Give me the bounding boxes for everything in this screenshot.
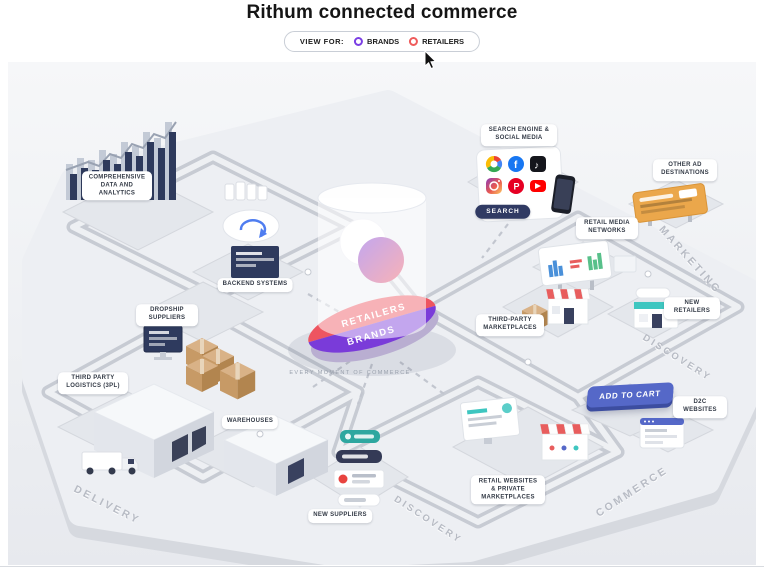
youtube-icon (530, 180, 546, 192)
svg-text:P: P (514, 182, 520, 192)
awning-icon (545, 288, 591, 300)
diagram-stage: f ♪ P (8, 62, 756, 565)
cloud-icon (222, 209, 280, 243)
google-icon (485, 155, 503, 173)
other-ad-billboard (632, 183, 708, 226)
logistics-building (81, 383, 216, 478)
view-for-toggle: VIEW FOR: BRANDS RETAILERS (283, 31, 481, 52)
node-label-third-party-marketplaces[interactable]: THIRD-PARTY MARKETPLACES (476, 314, 544, 336)
toggle-option-brands[interactable]: BRANDS (354, 37, 399, 46)
brands-radio[interactable] (354, 37, 364, 46)
d2c-browser (639, 417, 685, 449)
glass-cylinder (318, 198, 426, 339)
marketplace-shop (522, 288, 591, 332)
node-label-analytics[interactable]: COMPREHENSIVE DATA AND ANALYTICS (82, 171, 152, 201)
retailers-radio[interactable] (409, 37, 419, 46)
dropship-station (143, 325, 256, 400)
monitor-icon (231, 246, 279, 278)
view-for-label: VIEW FOR: (299, 37, 345, 46)
retailers-option-label: RETAILERS (422, 37, 465, 46)
private-marketplace-stand (539, 423, 591, 461)
bottom-divider (0, 566, 764, 567)
backend-systems-building (222, 181, 280, 288)
pinterest-icon: P (508, 178, 524, 194)
node-label-retail-media[interactable]: RETAIL MEDIA NETWORKS (576, 217, 638, 239)
brands-option-label: BRANDS (367, 37, 400, 46)
awning-icon (539, 423, 591, 435)
disc-caption: EVERY MOMENT OF COMMERCE (289, 370, 410, 376)
node-label-d2c-websites[interactable]: D2C WEBSITES (673, 396, 727, 418)
isometric-diagram-art: f ♪ P (22, 90, 756, 565)
node-label-new-retailers[interactable]: NEW RETAILERS (664, 297, 720, 319)
page-title: Rithum connected commerce (246, 2, 518, 23)
social-media-panel: f ♪ P (476, 145, 576, 223)
new-suppliers-chips (333, 430, 385, 507)
facebook-icon: f (508, 156, 524, 172)
retail-media-billboard (537, 239, 637, 294)
svg-text:f: f (514, 160, 518, 171)
side-screen-icon (613, 255, 637, 273)
toggle-option-retailers[interactable]: RETAILERS (409, 37, 464, 46)
node-label-search-social[interactable]: SEARCH ENGINE & SOCIAL MEDIA (481, 124, 557, 146)
center-hub: RETAILERS BRANDS EVERY MOMENT OF COMMERC… (288, 182, 456, 376)
mouse-cursor-icon (424, 49, 438, 76)
node-label-warehouses[interactable]: WAREHOUSES (221, 415, 279, 429)
svg-text:♪: ♪ (534, 161, 539, 172)
retail-websites-screen (459, 396, 521, 444)
node-label-3pl[interactable]: THIRD PARTY LOGISTICS (3PL) (58, 372, 128, 394)
tiktok-icon: ♪ (530, 156, 546, 172)
truck-icon (81, 451, 139, 475)
node-label-other-ad[interactable]: OTHER AD DESTINATIONS (653, 159, 717, 181)
search-button[interactable]: SEARCH (475, 204, 531, 220)
node-label-backend-systems[interactable]: BACKEND SYSTEMS (217, 278, 293, 292)
node-label-dropship[interactable]: DROPSHIP SUPPLIERS (136, 304, 198, 326)
node-label-retail-websites[interactable]: RETAIL WEBSITES & PRIVATE MARKETPLACES (471, 475, 545, 505)
instagram-icon (486, 178, 502, 194)
node-label-new-suppliers[interactable]: NEW SUPPLIERS (308, 509, 372, 523)
phone-icon (551, 174, 576, 214)
